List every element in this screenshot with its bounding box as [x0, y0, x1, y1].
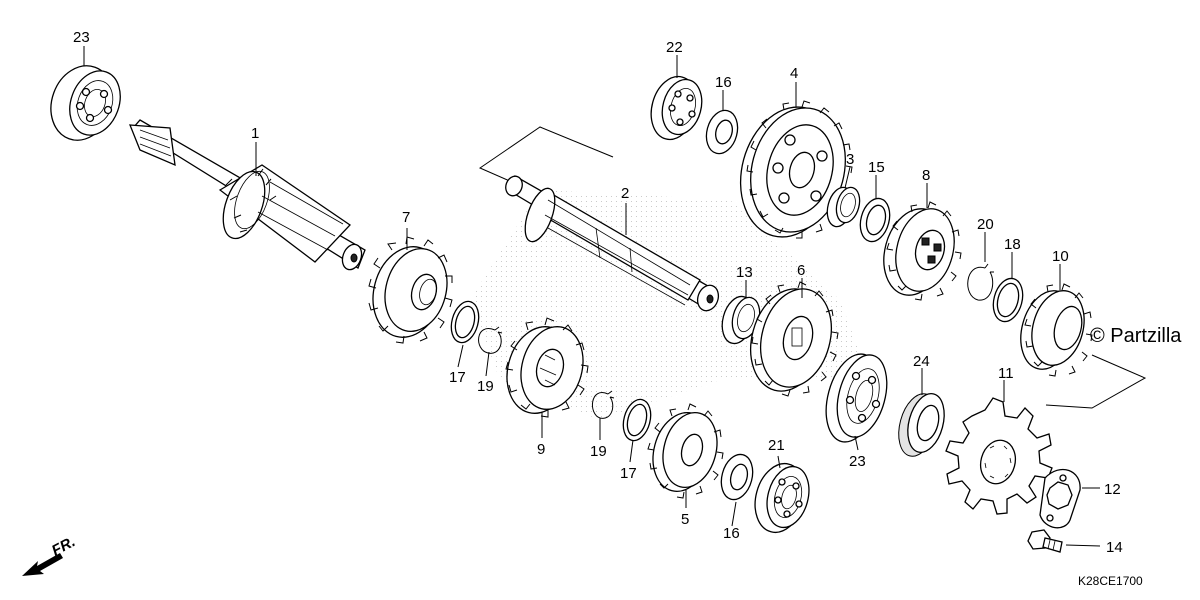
drive-sprocket-11[interactable] — [945, 397, 1053, 515]
gear-10[interactable] — [1013, 283, 1093, 377]
part-label-18[interactable]: 18 — [1004, 236, 1021, 253]
part-label-3[interactable]: 3 — [846, 151, 854, 168]
part-label-8[interactable]: 8 — [922, 167, 930, 184]
part-label-23[interactable]: 23 — [849, 453, 866, 470]
ring-17-right[interactable] — [619, 396, 655, 443]
part-label-7[interactable]: 7 — [402, 209, 410, 226]
gear-9[interactable] — [498, 317, 592, 421]
part-label-15[interactable]: 15 — [868, 159, 885, 176]
washer-16-top[interactable] — [702, 107, 742, 157]
gear-5[interactable] — [645, 403, 725, 499]
mainshaft-1[interactable] — [129, 119, 366, 272]
part-label-19[interactable]: 19 — [590, 443, 607, 460]
bolt-14[interactable] — [1027, 529, 1063, 553]
part-label-5[interactable]: 5 — [681, 511, 689, 528]
part-label-24[interactable]: 24 — [913, 353, 930, 370]
collar-13[interactable] — [717, 293, 764, 347]
part-label-2[interactable]: 2 — [621, 185, 629, 202]
part-label-17[interactable]: 17 — [620, 465, 637, 482]
part-number-labels: 23 1 7 2 22 16 4 3 15 8 20 18 10 13 6 17… — [73, 29, 1123, 556]
part-label-22[interactable]: 22 — [666, 39, 683, 56]
oil-seal-24[interactable] — [892, 389, 950, 460]
bushing-3[interactable] — [823, 185, 863, 230]
bearing-23-left[interactable] — [41, 57, 129, 149]
washer-16-bottom[interactable] — [717, 451, 758, 503]
watermark-text: © Partzilla — [1090, 325, 1182, 347]
part-label-10[interactable]: 10 — [1052, 248, 1069, 265]
part-label-20[interactable]: 20 — [977, 216, 994, 233]
diagram-code: K28CE1700 — [1078, 574, 1143, 588]
fixing-plate-12[interactable] — [1039, 468, 1081, 529]
ring-17-left[interactable] — [447, 298, 483, 345]
part-label-16[interactable]: 16 — [723, 525, 740, 542]
gear-4[interactable] — [727, 96, 859, 248]
part-label-16[interactable]: 16 — [715, 74, 732, 91]
front-direction-indicator: FR. — [22, 533, 78, 576]
gear-8[interactable] — [875, 201, 963, 303]
part-label-1[interactable]: 1 — [251, 125, 259, 142]
part-label-19[interactable]: 19 — [477, 378, 494, 395]
countershaft-2[interactable] — [503, 174, 722, 314]
ring-18[interactable] — [989, 275, 1027, 325]
part-label-13[interactable]: 13 — [736, 264, 753, 281]
circlip-20[interactable] — [967, 263, 994, 301]
leader-lines — [83, 46, 1101, 547]
part-label-4[interactable]: 4 — [790, 65, 798, 82]
part-label-17[interactable]: 17 — [449, 369, 466, 386]
part-label-23[interactable]: 23 — [73, 29, 90, 46]
bearing-23-middle[interactable] — [817, 348, 895, 448]
circlip-19-left[interactable] — [478, 326, 503, 354]
assembly-outline — [478, 126, 1147, 409]
part-label-12[interactable]: 12 — [1104, 481, 1121, 498]
part-label-11[interactable]: 11 — [998, 365, 1014, 382]
gear-7[interactable] — [363, 236, 456, 345]
bearing-21[interactable] — [748, 458, 816, 538]
part-label-14[interactable]: 14 — [1106, 539, 1123, 556]
front-arrow-icon — [22, 553, 63, 576]
bearing-22[interactable] — [644, 71, 707, 144]
gear-6[interactable] — [740, 280, 842, 399]
part-label-9[interactable]: 9 — [537, 441, 545, 458]
front-label: FR. — [49, 533, 78, 559]
washer-15[interactable] — [856, 195, 894, 245]
part-label-6[interactable]: 6 — [797, 262, 805, 279]
part-label-21[interactable]: 21 — [768, 437, 785, 454]
